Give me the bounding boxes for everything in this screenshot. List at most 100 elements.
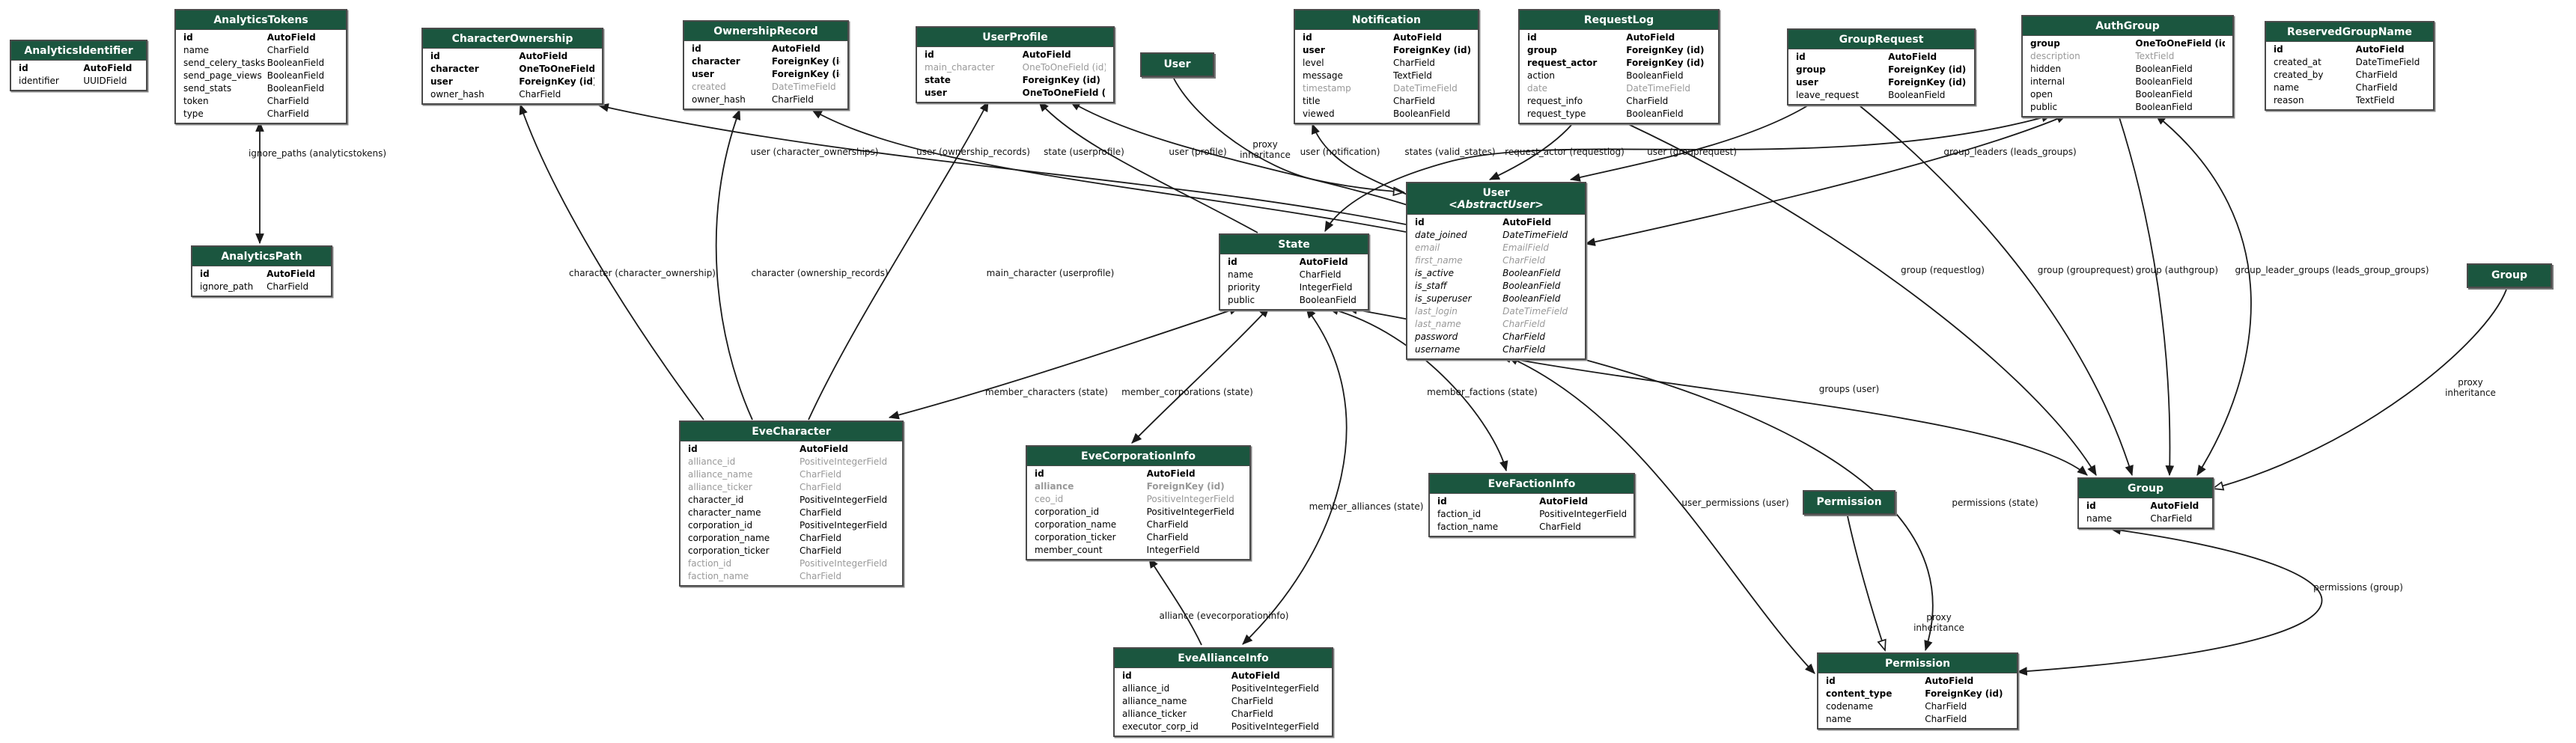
field-type: AutoField	[267, 269, 316, 279]
field-name: is_active	[1415, 268, 1455, 278]
field-name: date	[1527, 83, 1548, 94]
field-name: member_count	[1035, 545, 1103, 555]
field-name: viewed	[1303, 108, 1335, 119]
field-type: PositiveIntegerField	[800, 495, 888, 505]
field-type: ForeignKey (id)	[1626, 45, 1705, 55]
model-title: EveCharacter	[752, 426, 831, 438]
field-type: ForeignKey (id)	[1925, 688, 2003, 699]
edge-label: user (ownership_records)	[916, 147, 1030, 157]
field-name: reason	[2274, 95, 2304, 106]
model-title: CharacterOwnership	[451, 33, 573, 45]
field-name: alliance_ticker	[1122, 709, 1187, 719]
field-type: CharField	[267, 45, 309, 55]
field-name: corporation_name	[1035, 519, 1117, 530]
field-type: BooleanField	[2135, 76, 2193, 87]
field-name: alliance_name	[1122, 696, 1187, 706]
field-type: CharField	[800, 545, 841, 556]
field-type: CharField	[1502, 319, 1546, 329]
field-type: CharField	[1392, 96, 1435, 106]
field-type: AutoField	[1146, 468, 1196, 479]
field-name: last_name	[1415, 319, 1461, 329]
field-type: CharField	[800, 469, 841, 480]
field-name: description	[2030, 51, 2080, 61]
field-type: ForeignKey (id)	[1626, 58, 1705, 68]
field-name: state	[925, 75, 951, 85]
field-name: character_name	[688, 507, 761, 518]
relationship-edge	[811, 109, 1407, 233]
edge-label: proxy inheritance	[1913, 612, 1964, 633]
field-name: name	[1228, 269, 1254, 280]
model-user-proxy: User	[1140, 52, 1214, 77]
field-name: first_name	[1415, 255, 1463, 266]
field-type: CharField	[2355, 82, 2398, 93]
field-name: date_joined	[1415, 230, 1467, 240]
edge-label: main_character (userprofile)	[986, 268, 1115, 278]
model-title: AuthGroup	[2095, 20, 2160, 32]
relationship-edge	[1856, 103, 2134, 477]
field-type: AutoField	[1925, 676, 1974, 686]
edge-label: state (userprofile)	[1044, 147, 1124, 157]
model-title: Notification	[1351, 14, 1422, 26]
model-title: User	[1163, 58, 1191, 70]
field-name: password	[1415, 331, 1458, 342]
relationship-edge	[2016, 525, 2323, 676]
model-title: AnalyticsIdentifier	[24, 45, 133, 57]
edge-label: alliance (evecorporationinfo)	[1159, 611, 1289, 621]
field-type: PositiveIntegerField	[800, 558, 888, 569]
edge-label: request_actor (requestlog)	[1505, 147, 1625, 157]
field-type: CharField	[1925, 714, 1967, 724]
field-type: BooleanField	[267, 70, 325, 81]
model-title: EveAllianceInfo	[1178, 652, 1269, 664]
field-type: CharField	[1392, 58, 1435, 68]
field-type: CharField	[1626, 96, 1669, 106]
field-type: BooleanField	[1502, 268, 1561, 278]
field-name: owner_hash	[692, 94, 746, 105]
model-title: Group	[2491, 269, 2527, 281]
field-name: created	[692, 82, 726, 92]
field-type: AutoField	[83, 63, 133, 73]
field-name: id	[1437, 496, 1447, 507]
edge-label: groups (user)	[1818, 384, 1880, 394]
field-name: alliance_ticker	[688, 482, 752, 492]
field-type: AutoField	[1392, 32, 1442, 43]
model-header: AuthGroup	[2023, 16, 2232, 36]
field-name: public	[2030, 102, 2058, 112]
model-subtitle: <AbstractUser>	[1449, 199, 1544, 211]
field-name: user	[1303, 45, 1325, 55]
edge-label: states (valid_states)	[1404, 147, 1496, 157]
field-type: BooleanField	[1626, 70, 1684, 81]
model-header: AnalyticsPath	[192, 247, 331, 266]
